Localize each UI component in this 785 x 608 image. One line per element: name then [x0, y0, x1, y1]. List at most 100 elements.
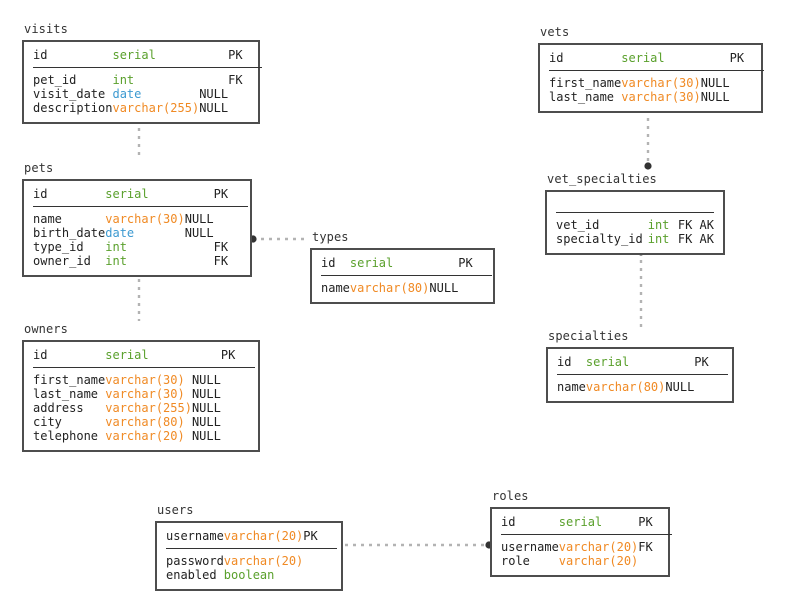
- column-nullable: NULL: [191, 373, 221, 387]
- key-divider-cell: [33, 367, 255, 373]
- column-type: varchar(20): [223, 554, 304, 568]
- column-type: serial: [558, 515, 603, 529]
- column-name: specialty_id: [556, 232, 643, 246]
- key-divider: [321, 275, 493, 281]
- column-nullable: [185, 240, 214, 254]
- column-type: varchar(80): [349, 281, 430, 295]
- column-nullable: [665, 355, 694, 374]
- column-nullable: [185, 187, 214, 206]
- column-name: id: [33, 187, 48, 201]
- column-name: description: [33, 101, 113, 115]
- key-divider-cell: [33, 67, 263, 73]
- column-nullable: [192, 348, 221, 367]
- column-name: visit_date: [33, 87, 106, 101]
- divider-line: [33, 206, 248, 207]
- column-nullable: NULL: [665, 380, 695, 394]
- column-name: enabled: [166, 568, 217, 582]
- column-type: varchar(255): [112, 101, 200, 115]
- entity-title-visits: visits: [24, 22, 68, 36]
- relationship-vets-vet_specialties: [644, 118, 652, 170]
- column-key-flag: PK: [694, 355, 709, 369]
- entity-title-vet_specialties: vet_specialties: [547, 172, 657, 186]
- column-type: int: [112, 73, 135, 87]
- column-key-flag: [221, 415, 255, 429]
- column-nullable: NULL: [700, 76, 730, 90]
- key-divider: [33, 206, 248, 212]
- column-name: id: [501, 515, 516, 529]
- column-type: int: [105, 240, 127, 254]
- column-nullable: NULL: [191, 387, 221, 401]
- divider-line: [166, 548, 338, 549]
- column-name: birth_date: [33, 226, 106, 240]
- column-type: int: [647, 218, 670, 232]
- column-type: date: [112, 87, 142, 101]
- column-type: boolean: [223, 568, 275, 582]
- column-type: varchar(20): [105, 429, 185, 443]
- empty-cell: [556, 198, 714, 212]
- column-type: varchar(20): [558, 540, 639, 554]
- column-key-flag: PK: [303, 529, 318, 543]
- entity-title-users: users: [157, 503, 194, 517]
- column-type: serial: [349, 256, 394, 270]
- key-divider-cell: [33, 206, 248, 212]
- column-nullable: [429, 256, 458, 275]
- key-divider: [556, 212, 714, 218]
- column-name: username: [501, 540, 559, 554]
- column-type: serial: [105, 187, 149, 201]
- entity-title-vets: vets: [540, 25, 570, 39]
- primary-key-row: id serial PK: [501, 515, 672, 534]
- key-divider: [549, 70, 764, 76]
- column-name: id: [557, 355, 572, 369]
- column-name: id: [321, 256, 336, 270]
- column-key-flag: [214, 226, 248, 240]
- column-type: varchar(255): [105, 401, 192, 415]
- column-key-flag: [638, 554, 672, 568]
- column-type: varchar(30): [105, 373, 185, 387]
- column-nullable: NULL: [429, 281, 459, 295]
- relationship-vetspec-specialties: [637, 248, 645, 327]
- entity-title-roles: roles: [492, 489, 529, 503]
- column-name: last_name: [549, 90, 615, 104]
- key-divider: [33, 67, 263, 73]
- column-key-flag: PK: [220, 348, 236, 362]
- empty-primary-key-row: [556, 198, 714, 212]
- relationship-pets-types: [249, 235, 309, 243]
- divider-line: [556, 212, 714, 213]
- column-name: username: [166, 529, 224, 543]
- entity-title-types: types: [312, 230, 349, 244]
- column-name: id: [549, 51, 564, 65]
- relationship-users-roles: [345, 541, 493, 549]
- column-name: name: [557, 380, 586, 394]
- column-type: varchar(30): [105, 387, 185, 401]
- column-key-flag: PK: [638, 515, 653, 529]
- column-type: serial: [112, 48, 156, 62]
- column-key-flag: PK: [228, 48, 243, 62]
- column-name: password: [166, 554, 224, 568]
